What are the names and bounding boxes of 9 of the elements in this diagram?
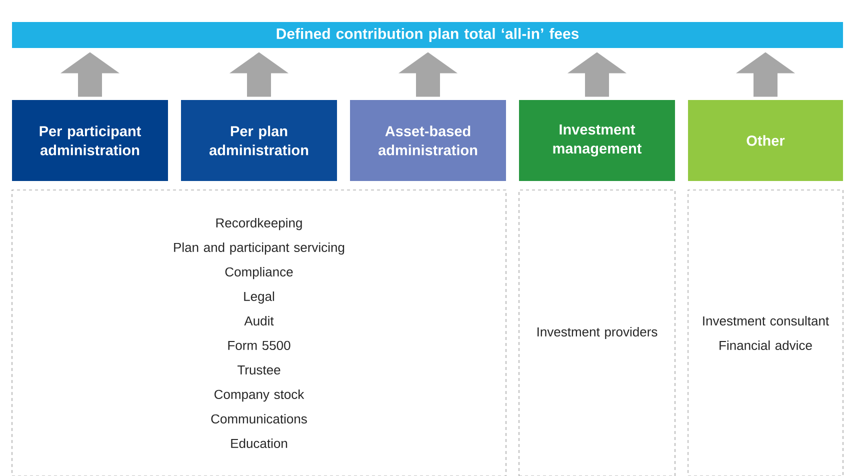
category-box: Asset-based administration bbox=[350, 100, 506, 181]
category-box: Investment management bbox=[519, 100, 676, 181]
title-banner: Defined contribution plan total ‘all-in’ fees bbox=[12, 22, 844, 48]
category-box: Per participant administration bbox=[12, 100, 168, 181]
dashed-box: Investment providers bbox=[518, 190, 676, 476]
category-box: Per plan administration bbox=[181, 100, 337, 181]
dashed-box: Recordkeeping Plan and participant servicing Compliance Legal Audit Form 5500 Trustee Company stock Communications Education bbox=[12, 190, 506, 476]
category-box: Other bbox=[688, 100, 844, 181]
dashed-box: Investment consultant Financial advice bbox=[688, 190, 844, 476]
